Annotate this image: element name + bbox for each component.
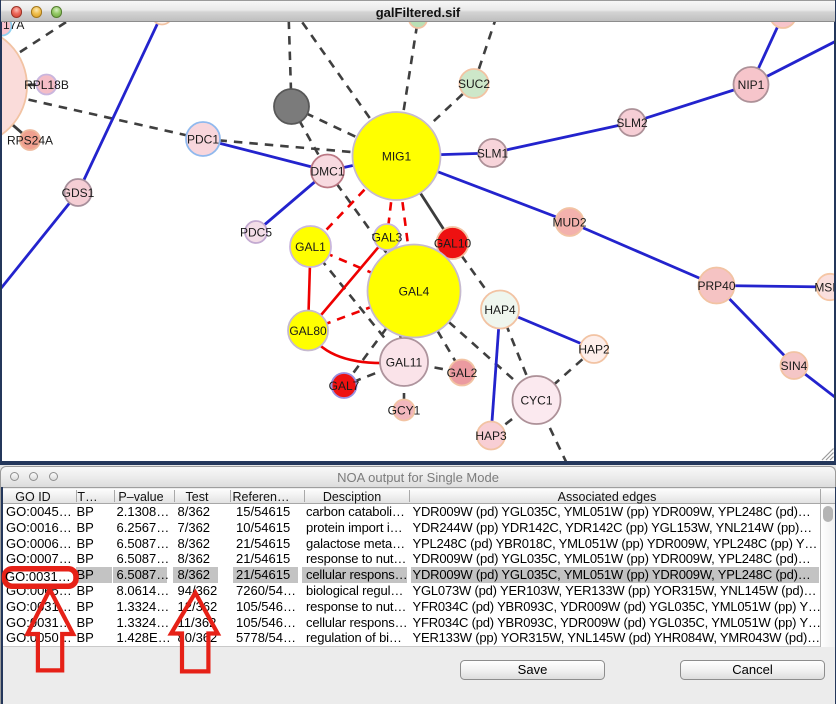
svg-text:GAL11: GAL11 [386,355,423,369]
svg-text:RPS24A: RPS24A [7,133,53,147]
svg-text:CYC1: CYC1 [520,393,552,407]
svg-text:MSL1: MSL1 [814,280,834,294]
svg-text:SUC2: SUC2 [458,77,490,91]
svg-text:PRP40: PRP40 [697,279,735,293]
svg-text:NIP1: NIP1 [738,78,765,92]
svg-text:RPL18B: RPL18B [24,78,69,92]
svg-text:GAL2: GAL2 [447,366,478,380]
svg-text:HAP3: HAP3 [475,429,507,443]
svg-text:SIN4: SIN4 [781,359,808,373]
svg-text:DMC1: DMC1 [310,164,344,178]
svg-text:PDC5: PDC5 [240,225,272,239]
svg-text:17A: 17A [3,22,24,32]
svg-text:GCY1: GCY1 [388,403,421,417]
svg-text:PDC1: PDC1 [187,132,219,146]
svg-text:HAP4: HAP4 [484,303,516,317]
svg-text:GAL3: GAL3 [372,230,403,244]
svg-text:MIG1: MIG1 [382,149,412,163]
svg-text:GO:0031…: GO:0031… [5,569,71,584]
svg-text:GDS1: GDS1 [62,186,95,200]
svg-text:GAL10: GAL10 [434,236,472,250]
svg-text:GAL1: GAL1 [295,240,326,254]
svg-text:MUD2: MUD2 [552,215,586,229]
svg-text:GAL7: GAL7 [329,379,360,393]
svg-text:GAL80: GAL80 [289,324,327,338]
svg-text:GAL4: GAL4 [399,284,430,298]
svg-text:HAP2: HAP2 [578,342,610,356]
svg-text:SLM1: SLM1 [477,146,509,160]
svg-text:SLM2: SLM2 [616,116,648,130]
